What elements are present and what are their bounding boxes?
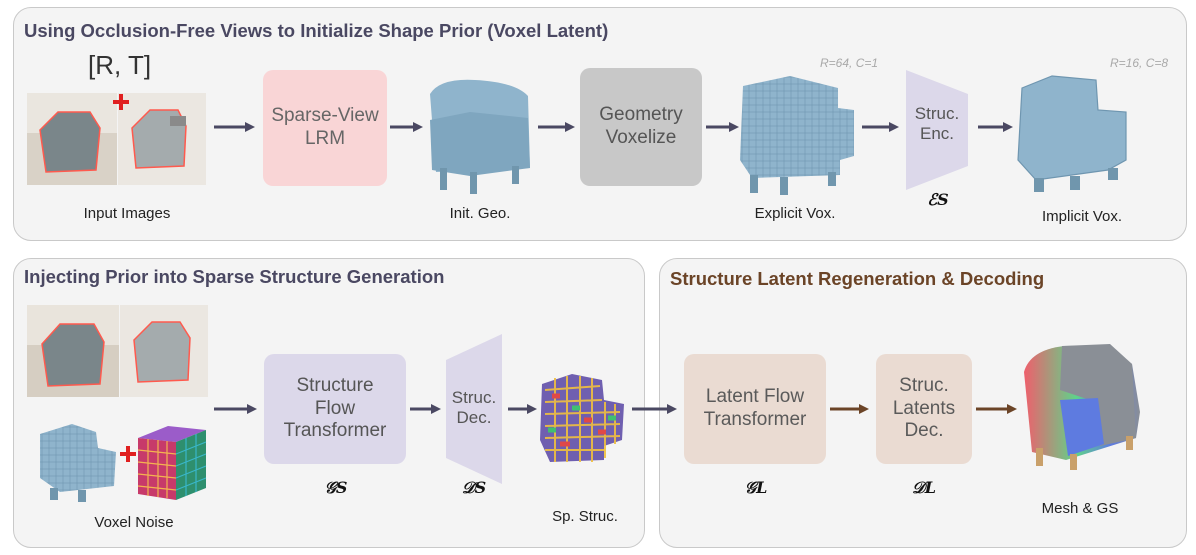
explicit-voxel-chair (740, 76, 854, 195)
mesh-gs-label: Mesh & GS (1041, 500, 1119, 517)
sparse-structure-voxels (540, 374, 624, 462)
right-panel-title: Structure Latent Regeneration & Decoding (670, 268, 1045, 289)
geometry-voxelize-box: Geometry Voxelize (580, 68, 702, 186)
mesh-gs-chair (1024, 344, 1140, 470)
top-panel-title: Using Occlusion-Free Views to Initialize… (24, 20, 609, 41)
structure-encoder-shape (906, 70, 968, 190)
rt-label: [R, T] (88, 50, 152, 80)
input-images-label: Input Images (83, 205, 171, 222)
input-images (27, 93, 206, 185)
implicit-vox-label: Implicit Vox. (1041, 208, 1123, 225)
voxel-noise-cube (137, 426, 207, 500)
structure-latents-decoder-symbol: 𝒟L (911, 478, 937, 497)
structure-flow-transformer-box: Structure Flow Transformer (264, 354, 406, 464)
structure-flow-symbol: 𝒢S (324, 478, 348, 497)
left-panel-title: Injecting Prior into Sparse Structure Ge… (24, 266, 445, 287)
implicit-voxel-chair (1017, 75, 1127, 192)
sparse-structure-label: Sp. Struc. (552, 508, 618, 525)
explicit-vox-label: Explicit Vox. (754, 205, 836, 222)
plus-icon (113, 94, 129, 110)
explicit-resolution-note: R=64, C=1 (820, 56, 879, 70)
structure-decoder-symbol: 𝒟S (461, 478, 487, 497)
structure-encoder-label: Struc. Enc. (914, 104, 960, 144)
sparse-view-lrm-box: Sparse-View LRM (263, 70, 387, 186)
structure-encoder-symbol: ℰS (927, 190, 949, 209)
structure-decoder-shape (446, 334, 502, 484)
latent-flow-symbol: 𝒢L (744, 478, 768, 497)
init-geometry-chair (430, 79, 530, 194)
structure-decoder-label: Struc. Dec. (451, 388, 497, 428)
prior-voxel-chair (40, 424, 116, 502)
init-geo-label: Init. Geo. (449, 205, 511, 222)
voxel-noise-label: Voxel Noise (94, 514, 174, 531)
plus-icon-2 (120, 446, 136, 462)
structure-latents-decoder-box: Struc. Latents Dec. (876, 354, 972, 464)
prior-images (27, 305, 208, 397)
implicit-resolution-note: R=16, C=8 (1110, 56, 1169, 70)
latent-flow-transformer-box: Latent Flow Transformer (684, 354, 826, 464)
